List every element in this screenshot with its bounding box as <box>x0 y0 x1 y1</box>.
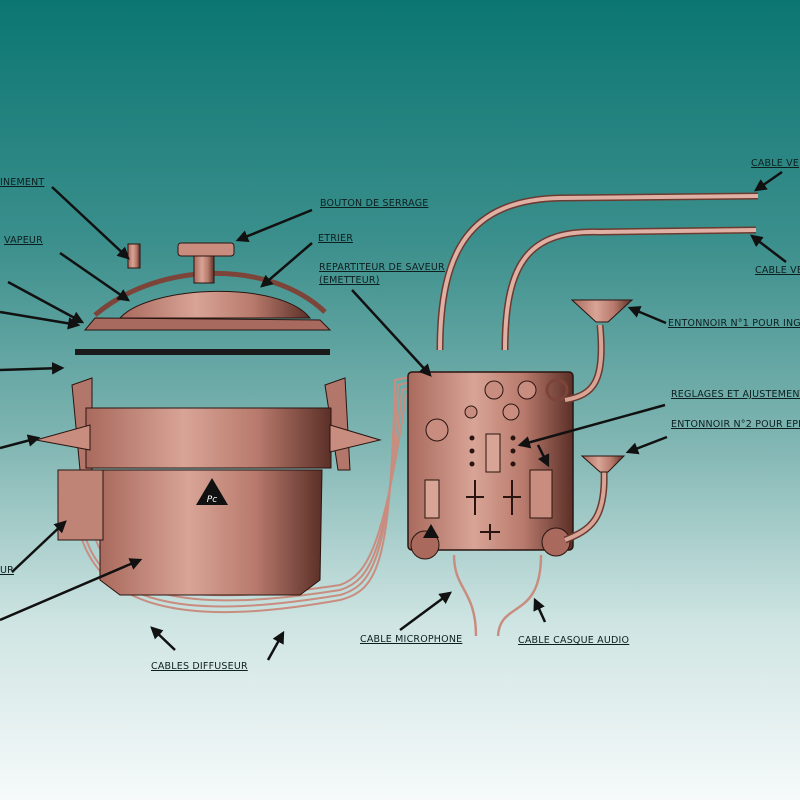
mixer-box <box>407 371 574 560</box>
label-left-ur: UR <box>0 565 14 576</box>
label-reglages: REGLAGES ET AJUSTEMENT <box>671 389 800 400</box>
label-cable-casque: CABLE CASQUE AUDIO <box>518 635 630 646</box>
pot: Pc <box>35 377 382 596</box>
callout-arrows <box>0 170 787 661</box>
label-soupape-vapeur: VAPEUR <box>4 235 43 246</box>
logo-icon: Pc <box>207 495 217 505</box>
label-entonnoir-1: ENTONNOIR N°1 POUR ING <box>668 318 800 329</box>
label-entonnoir-2: ENTONNOIR N°2 POUR EPI <box>671 419 800 430</box>
label-cables-diffuseur: CABLES DIFFUSEUR <box>151 661 248 672</box>
label-repartiteur-emetteur: (EMETTEUR) <box>319 275 380 286</box>
funnels <box>563 299 634 544</box>
label-cable-ve-1: CABLE VE <box>751 158 800 169</box>
label-cable-ve-2: CABLE VE <box>755 265 800 276</box>
label-bouton-serrage: BOUTON DE SERRAGE <box>320 198 429 209</box>
label-positionnement: INEMENT <box>0 177 45 188</box>
label-etrier: ETRIER <box>318 233 354 244</box>
label-repartiteur: REPARTITEUR DE SAVEUR <box>319 262 445 273</box>
label-cable-microphone: CABLE MICROPHONE <box>360 634 463 645</box>
